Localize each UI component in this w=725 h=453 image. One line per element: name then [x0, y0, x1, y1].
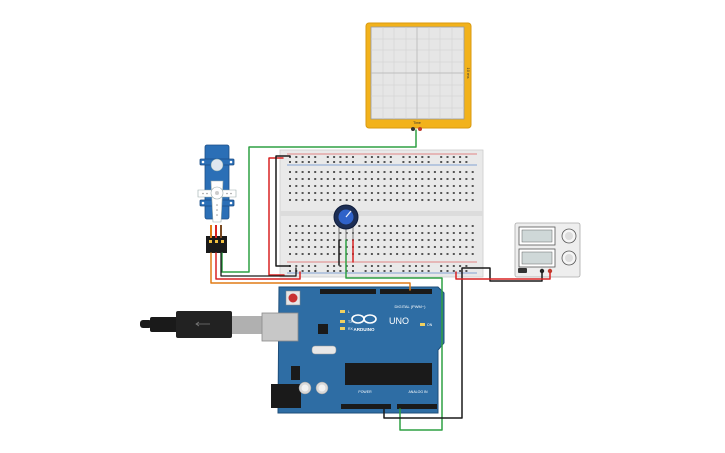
wire-red-servo[interactable] [215, 252, 301, 280]
analog-header[interactable] [397, 404, 437, 409]
wire-black-rail[interactable] [275, 155, 291, 267]
arduino-brand-label: ARDUINO [354, 327, 375, 332]
usb-port [261, 312, 299, 342]
power-header[interactable] [341, 404, 391, 409]
arduino-uno[interactable]: DIGITAL (PWM~) ARDUINO UNO L TX RX ON PO… [140, 286, 445, 414]
reset-button[interactable] [288, 293, 298, 303]
wire-black-supply[interactable] [383, 267, 543, 419]
potentiometer[interactable] [333, 204, 359, 240]
servo-horn[interactable] [197, 180, 237, 223]
analog-in-label: ANALOG IN [408, 390, 428, 394]
crystal [311, 345, 337, 355]
wire-red-supply[interactable] [455, 271, 551, 280]
breadboard[interactable] [279, 149, 484, 278]
arduino-logo-icon [351, 314, 377, 324]
wire-orange-signal[interactable] [210, 252, 411, 291]
wire-black-servo[interactable] [220, 252, 297, 277]
wire-pot-wiper[interactable] [345, 239, 443, 431]
arduino-model-label: UNO [389, 316, 409, 326]
l-led-label: L [348, 310, 350, 314]
dc-power-jack [271, 384, 301, 408]
rx-led-label: RX [348, 327, 354, 331]
power-supply[interactable] [514, 222, 581, 278]
usb-cable[interactable] [140, 311, 262, 338]
oscilloscope-terminal-pos[interactable] [418, 127, 422, 131]
usb-chip [318, 324, 328, 334]
wire-green-scope[interactable] [221, 129, 417, 273]
power-label: POWER [358, 390, 372, 394]
supply-terminal-pos[interactable] [547, 268, 553, 274]
oscilloscope[interactable]: 10 ms Time [365, 22, 472, 131]
wires[interactable] [210, 129, 551, 431]
servo-motor[interactable] [197, 144, 237, 253]
digital-header-left[interactable] [320, 289, 376, 294]
power-switch[interactable] [518, 268, 527, 273]
oscilloscope-time-scale: 10 ms [466, 68, 471, 79]
oscilloscope-terminal-neg[interactable] [411, 127, 415, 131]
supply-terminal-neg[interactable] [539, 268, 545, 274]
digital-header-right[interactable] [380, 289, 432, 294]
on-led-label: ON [427, 323, 433, 327]
atmega-chip [345, 363, 432, 385]
servo-connector[interactable] [206, 236, 227, 253]
digital-pwm-label: DIGITAL (PWM~) [395, 304, 427, 309]
tx-led-label: TX [348, 320, 353, 324]
oscilloscope-time-label: Time [413, 121, 421, 125]
